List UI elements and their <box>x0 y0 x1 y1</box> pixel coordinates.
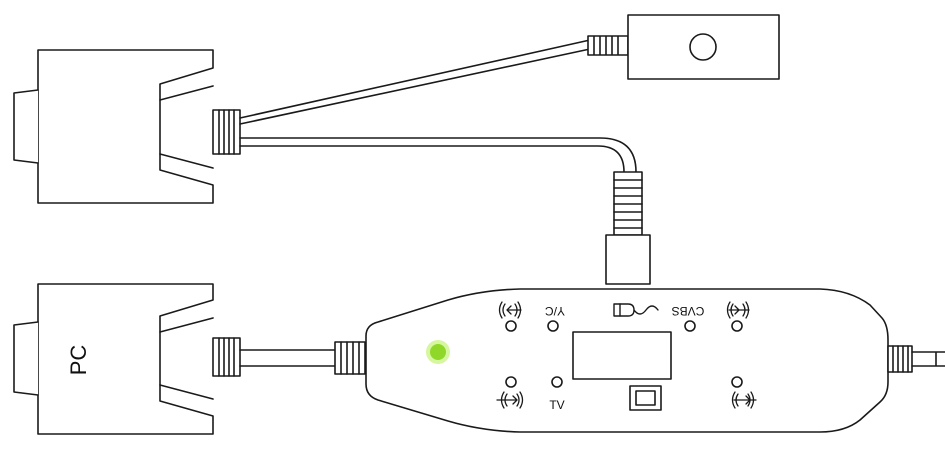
connector-pc-shell <box>13 321 39 396</box>
label-tv: TV <box>549 398 564 412</box>
status-led <box>426 340 450 364</box>
connector-pc-boot <box>212 337 241 377</box>
ir-plug-ribs <box>587 35 629 56</box>
jack-cvbs[interactable] <box>684 320 696 332</box>
audio-in-icon-top-right <box>726 301 750 319</box>
db9-connector-top <box>13 49 241 204</box>
ir-sensor-lens <box>689 33 717 61</box>
power-button[interactable] <box>629 385 662 411</box>
label-yc: Y/C <box>545 304 565 318</box>
jack-audio-bottom-left[interactable] <box>505 376 517 388</box>
cable-pc-to-unit <box>239 341 366 375</box>
audio-out-icon-top-left <box>498 301 522 319</box>
jack-audio-top-left[interactable] <box>505 320 517 332</box>
cable-right-stub <box>887 345 945 373</box>
connector-pc-body <box>37 283 214 435</box>
ir-receiver-box <box>627 14 780 80</box>
jack-audio-top-right[interactable] <box>731 320 743 332</box>
jack-audio-bottom-right[interactable] <box>731 376 743 388</box>
cable-top-to-ir <box>239 39 591 125</box>
db9-connector-pc <box>13 283 241 435</box>
label-pc: PC <box>66 345 91 376</box>
connector-top-neck <box>159 85 214 169</box>
connector-pc-ribs <box>218 337 235 377</box>
connector-top-body <box>37 49 214 204</box>
connector-top-boot <box>212 109 241 155</box>
display-window <box>572 331 672 380</box>
jack-tv[interactable] <box>551 376 563 388</box>
label-cvbs: CVBS <box>672 304 705 318</box>
audio-out-icon-bottom-left <box>496 391 524 409</box>
connector-top-shell <box>13 89 39 164</box>
connector-pc-neck <box>159 317 214 400</box>
connector-top-ribs <box>218 109 235 155</box>
jack-yc[interactable] <box>547 320 559 332</box>
mini-din-plug <box>605 171 651 285</box>
microphone-icon <box>613 303 659 317</box>
ir-receiver-module <box>587 14 780 80</box>
audio-in-icon-bottom-right <box>731 391 757 409</box>
cable-top-to-din <box>239 137 637 173</box>
